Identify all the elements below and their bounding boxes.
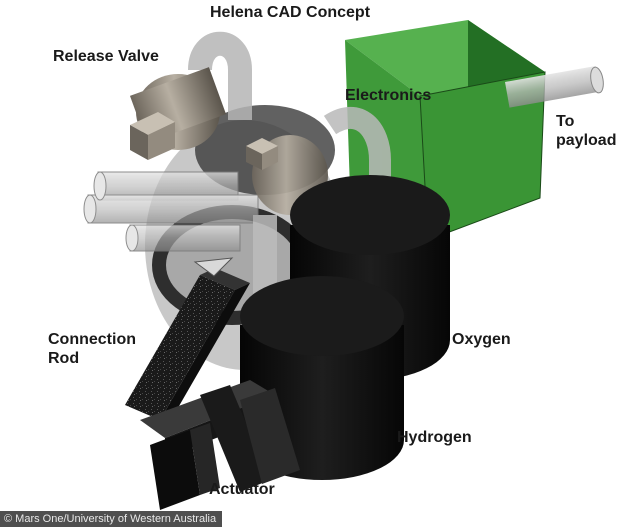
label-connection-line2: Rod [48,350,80,367]
image-credit: © Mars One/University of Western Austral… [0,511,223,527]
label-to-payload: To payload [556,112,616,150]
label-to-payload-line2: payload [556,132,617,149]
label-oxygen: Oxygen [452,331,511,348]
label-release-valve: Release Valve [53,48,159,65]
label-connection-line1: Connection [48,331,136,348]
label-to-payload-line1: To [556,113,575,130]
actuator [140,380,300,510]
release-valve [129,67,227,160]
payload-tube [504,66,604,108]
label-connection-rod: Connection Rod [48,330,136,368]
label-actuator: Actuator [209,481,275,498]
label-electronics: Electronics [345,87,432,104]
label-hydrogen: Hydrogen [397,429,472,446]
mount-bracket [193,257,234,277]
diagram-title: Helena CAD Concept [210,4,371,21]
